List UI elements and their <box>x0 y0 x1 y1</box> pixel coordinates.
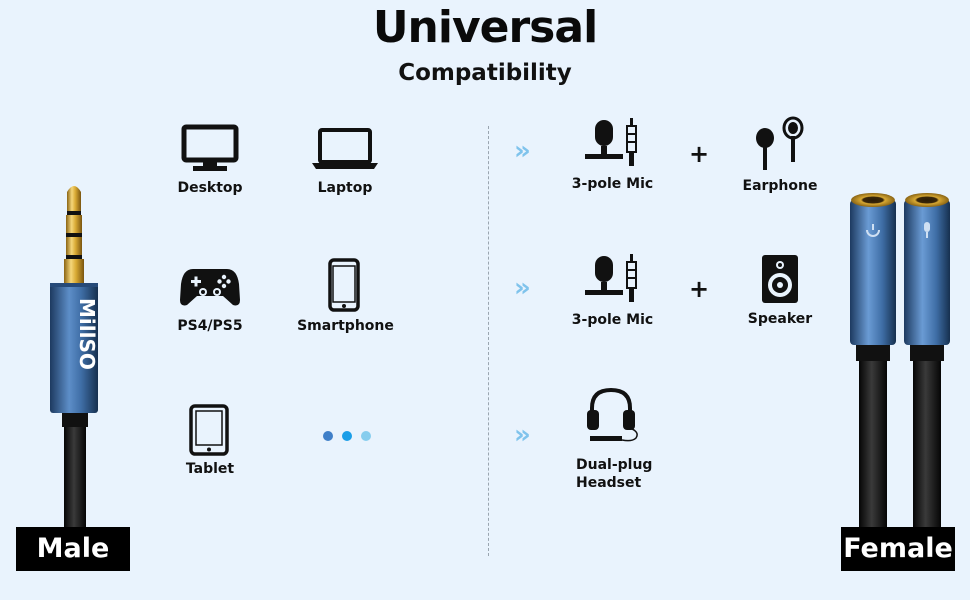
device-label-tablet: Tablet <box>185 461 235 477</box>
device-label-desktop: Desktop <box>177 180 243 196</box>
combo-left-label: 3-pole Mic <box>571 312 654 328</box>
headset-icon <box>584 386 644 444</box>
gamepad-icon <box>179 266 241 308</box>
brand-logo: MillSO <box>75 298 99 370</box>
page-subtitle: Compatibility <box>398 60 572 86</box>
smartphone-icon <box>328 258 360 312</box>
arrow-icon: » <box>514 420 531 450</box>
laptop-icon <box>311 127 379 171</box>
combo-right-label: Earphone <box>742 178 818 194</box>
male-plug: MillSO <box>40 180 120 535</box>
arrow-icon: » <box>514 136 531 166</box>
arrow-icon: » <box>514 273 531 303</box>
device-label-ps: PS4/PS5 <box>177 318 243 334</box>
mic-plug-icon <box>583 252 645 304</box>
page-title: Universal <box>372 2 598 53</box>
device-label-smartphone: Smartphone <box>297 318 394 334</box>
combo-right-label: Speaker <box>747 311 813 327</box>
plus-sign: + <box>689 140 710 168</box>
mic-plug-icon <box>583 116 645 168</box>
desktop-icon <box>181 124 239 172</box>
female-sockets <box>846 192 954 542</box>
plus-sign: + <box>689 275 710 303</box>
earphone-icon <box>753 114 805 174</box>
more-dots-icon <box>320 429 374 443</box>
column-divider <box>488 126 489 556</box>
combo-headset-label-2: Headset <box>576 475 642 491</box>
combo-headset-label-1: Dual-plug <box>576 457 653 473</box>
combo-left-label: 3-pole Mic <box>571 176 654 192</box>
speaker-icon <box>760 253 800 305</box>
tablet-icon <box>189 404 229 456</box>
female-label: Female <box>841 527 955 571</box>
device-label-laptop: Laptop <box>317 180 373 196</box>
male-label: Male <box>16 527 130 571</box>
